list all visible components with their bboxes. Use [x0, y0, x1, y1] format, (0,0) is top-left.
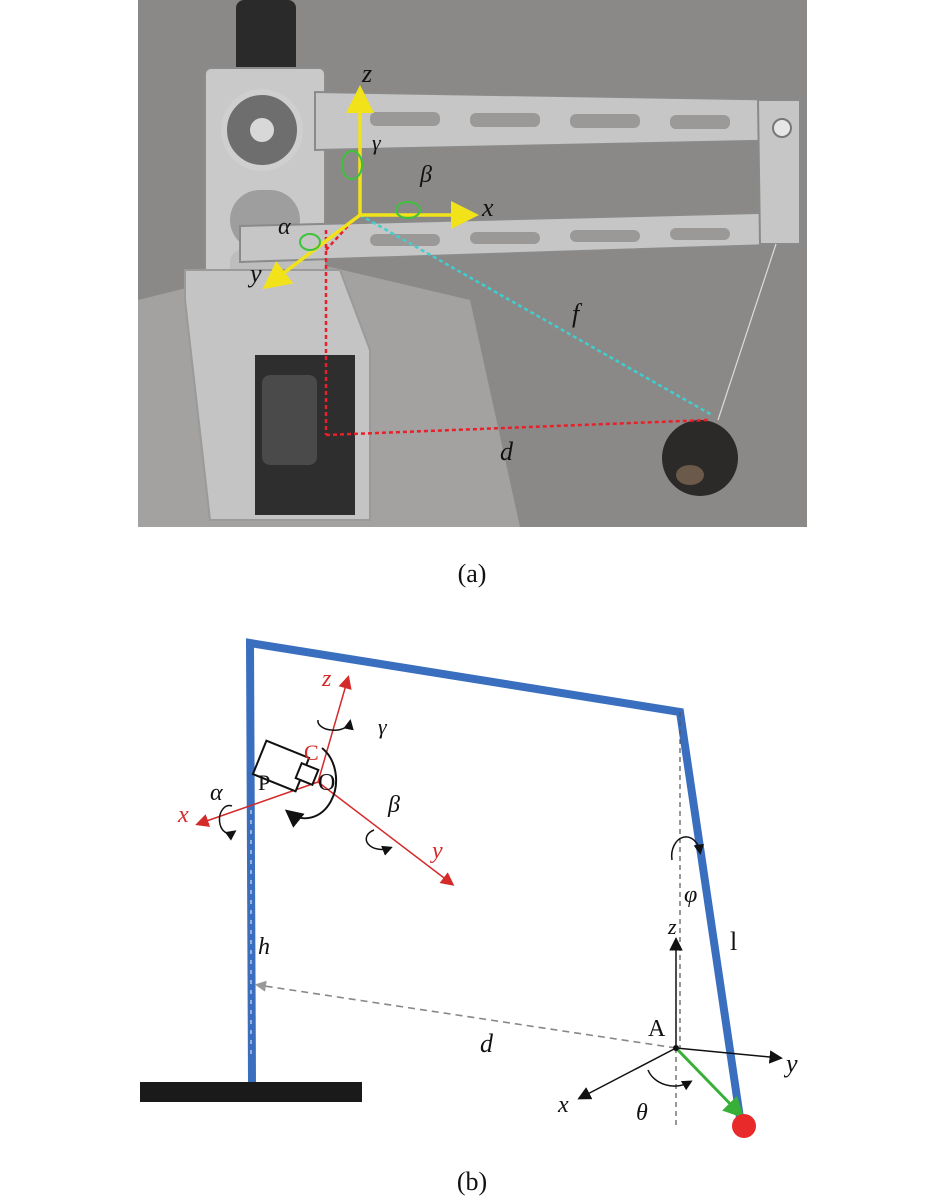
pendulum-mass-highlight	[676, 465, 704, 485]
caption-a: (a)	[458, 559, 487, 588]
arm-slots	[370, 112, 730, 246]
fig-b-phi-label: φ	[684, 882, 697, 908]
fig-b-a-label: A	[648, 1016, 666, 1042]
y-axis-black	[675, 1047, 783, 1064]
phi-rotation-arc	[670, 836, 704, 861]
theta-rotation-arc	[647, 1069, 693, 1091]
fig-a-x-label: x	[481, 193, 494, 222]
fig-a-alpha-label: α	[278, 214, 291, 240]
fig-b-h-label: h	[258, 934, 270, 960]
fig-b-z-red-label: z	[321, 666, 332, 692]
camera-box-small	[294, 761, 320, 787]
gamma-rotation-arc	[317, 719, 354, 731]
fig-a-f-label: f	[572, 299, 583, 328]
end-bolt	[772, 118, 792, 138]
y-axis-red	[317, 781, 455, 886]
figure-b: z x y γ C P O α β φ l h d z A y x θ	[140, 638, 798, 1138]
fig-b-x-black-label: x	[557, 1092, 569, 1118]
point-a-dot	[673, 1045, 679, 1051]
green-projection	[674, 1046, 745, 1119]
pendulum-mass	[662, 420, 738, 496]
d-line-gray	[254, 980, 677, 1049]
gamma-rotation-marker	[341, 150, 363, 180]
fig-b-d-label: d	[480, 1029, 494, 1058]
pulley-hub	[250, 118, 274, 142]
fig-b-l-label: l	[730, 927, 737, 956]
fig-a-y-label: y	[247, 259, 262, 288]
fig-a-d-label: d	[500, 437, 514, 466]
alpha-rotation-arc	[218, 804, 237, 841]
d-line-red	[325, 418, 709, 437]
top-motor	[236, 0, 296, 80]
beta-rotation-arc	[365, 829, 393, 856]
fig-b-x-red-label: x	[177, 802, 189, 828]
fig-b-theta-label: θ	[636, 1100, 648, 1126]
fig-a-z-label: z	[361, 59, 372, 88]
pendulum-string	[717, 243, 777, 421]
fig-b-alpha-label: α	[210, 780, 223, 806]
end-strut	[756, 99, 801, 245]
o-rotation-arc	[284, 747, 338, 828]
caption-b: (b)	[457, 1167, 487, 1196]
x-axis-black	[577, 1047, 677, 1100]
alpha-rotation-marker	[299, 233, 321, 251]
beta-rotation-marker	[395, 201, 421, 219]
fig-a-beta-label: β	[419, 162, 432, 188]
fig-b-y-black-label: y	[783, 1049, 798, 1078]
pendulum-ball	[732, 1114, 756, 1138]
stand-motor	[262, 375, 317, 465]
fig-b-gamma-label: γ	[378, 714, 388, 739]
fig-b-o-label: O	[318, 770, 335, 796]
fig-b-y-red-label: y	[430, 838, 443, 864]
fig-b-c-label: C	[304, 740, 319, 765]
fig-a-gamma-label: γ	[372, 130, 382, 155]
x-axis-red	[195, 781, 319, 827]
blue-frame	[245, 638, 744, 1119]
figure-a: z x y γ β α f d	[138, 0, 807, 527]
fig-b-beta-label: β	[387, 792, 400, 818]
ground-base	[140, 1082, 362, 1102]
diag-red-dash	[325, 214, 359, 251]
fig-b-p-label: P	[258, 770, 270, 795]
f-line-cyan	[359, 213, 713, 417]
fig-b-z-black-label: z	[667, 914, 677, 939]
